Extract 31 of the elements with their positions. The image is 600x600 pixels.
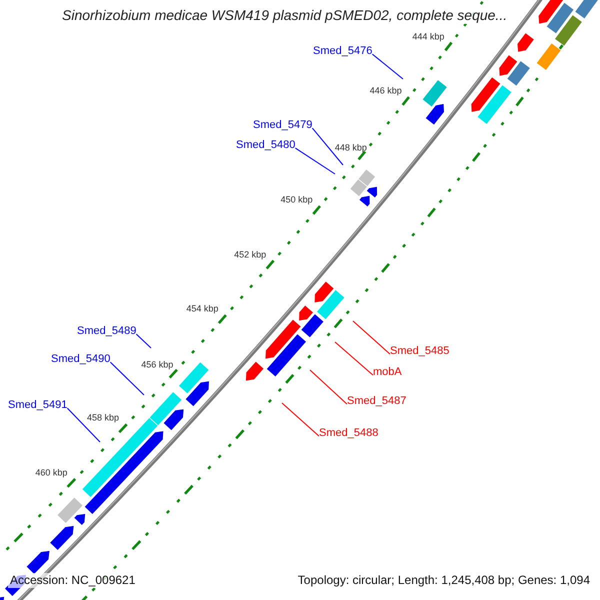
- scale-label: 448 kbp: [334, 142, 367, 153]
- sequence-info: Topology: circular; Length: 1,245,408 bp; Genes: 1,094: [296, 573, 592, 588]
- leader-line: [310, 370, 348, 405]
- leader-line: [136, 334, 152, 348]
- gene-label: Smed_5490: [51, 353, 110, 366]
- leader-line: [352, 320, 390, 355]
- gene-label: Smed_5491: [8, 399, 68, 412]
- scale-label: 444 kbp: [412, 31, 444, 42]
- gene-label: Smed_5485: [390, 345, 450, 358]
- gene-label: Smed_5489: [77, 325, 136, 338]
- gene-label: Smed_5479: [253, 119, 312, 132]
- gene-label: Smed_5487: [347, 395, 406, 408]
- leader-line: [282, 402, 320, 437]
- gene-label: Smed_5480: [236, 139, 296, 152]
- leader-line: [372, 54, 404, 80]
- scale-label: 456 kbp: [141, 359, 174, 370]
- gene-label: mobA: [373, 366, 402, 379]
- gene-label: Smed_5488: [319, 427, 378, 440]
- scale-label: 454 kbp: [186, 304, 218, 315]
- accession-text: Accession: NC_009621: [8, 573, 138, 588]
- leader-line: [66, 408, 100, 442]
- leader-line: [110, 362, 144, 396]
- leader-line: [294, 148, 336, 174]
- scale-label: 458 kbp: [86, 412, 119, 424]
- gene-label: Smed_5476: [313, 45, 372, 58]
- scale-label: 460 kbp: [35, 467, 68, 478]
- scale-label: 446 kbp: [370, 86, 402, 96]
- leader-line: [334, 342, 374, 376]
- scale-label: 452 kbp: [234, 249, 266, 260]
- scale-label: 450 kbp: [280, 194, 313, 206]
- leader-line: [312, 128, 344, 166]
